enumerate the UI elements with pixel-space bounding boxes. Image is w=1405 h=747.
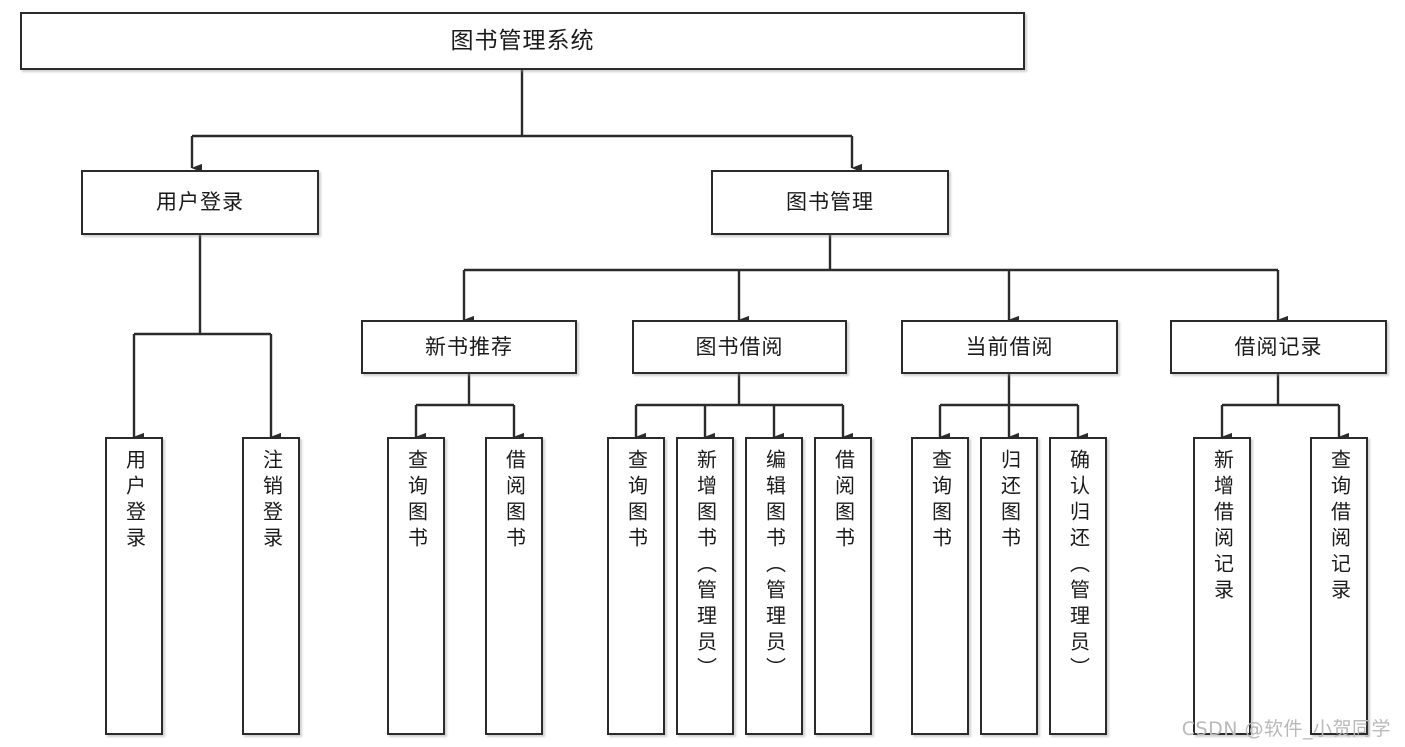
node-current-borrow[interactable]: 当前借阅 — [901, 320, 1118, 374]
node-label-leaf-query-book-1: 查询图书 — [404, 449, 429, 553]
node-leaf-add-record[interactable]: 新增借阅记录 — [1193, 437, 1251, 735]
node-leaf-edit-book[interactable]: 编辑图书（管理员） — [745, 437, 803, 735]
node-label-leaf-confirm-return: 确认归还（管理员） — [1066, 449, 1091, 683]
node-label-new-book-recommend: 新书推荐 — [425, 334, 513, 359]
node-borrow-record[interactable]: 借阅记录 — [1170, 320, 1387, 374]
node-label-borrow-record: 借阅记录 — [1234, 334, 1323, 359]
node-label-leaf-logout-login: 注销登录 — [259, 449, 284, 553]
node-book-manage[interactable]: 图书管理 — [711, 170, 949, 235]
node-leaf-query-book-2[interactable]: 查询图书 — [607, 437, 665, 735]
node-book-management-system[interactable]: 图书管理系统 — [20, 12, 1025, 70]
node-label-user-login: 用户登录 — [156, 190, 244, 215]
node-label-leaf-query-book-2: 查询图书 — [624, 449, 649, 553]
node-label-leaf-return-book: 归还图书 — [997, 449, 1022, 553]
csdn-watermark: CSDN @软件_小贺同学 — [1181, 718, 1391, 740]
node-leaf-query-record[interactable]: 查询借阅记录 — [1310, 437, 1368, 735]
node-leaf-borrow-book-2[interactable]: 借阅图书 — [814, 437, 872, 735]
node-new-book-recommend[interactable]: 新书推荐 — [361, 320, 577, 374]
node-leaf-user-login[interactable]: 用户登录 — [105, 437, 163, 735]
node-label-current-borrow: 当前借阅 — [965, 334, 1054, 359]
node-user-login[interactable]: 用户登录 — [81, 170, 319, 235]
node-label-leaf-query-book-3: 查询图书 — [928, 449, 953, 553]
node-label-leaf-add-record: 新增借阅记录 — [1210, 449, 1235, 605]
node-label-leaf-add-book: 新增图书（管理员） — [693, 449, 718, 683]
node-leaf-add-book[interactable]: 新增图书（管理员） — [676, 437, 734, 735]
node-leaf-borrow-book-1[interactable]: 借阅图书 — [485, 437, 543, 735]
node-leaf-query-book-1[interactable]: 查询图书 — [387, 437, 445, 735]
node-leaf-return-book[interactable]: 归还图书 — [980, 437, 1038, 735]
node-label-leaf-borrow-book-1: 借阅图书 — [502, 449, 527, 553]
node-leaf-confirm-return[interactable]: 确认归还（管理员） — [1049, 437, 1107, 735]
node-label-leaf-user-login: 用户登录 — [122, 449, 147, 553]
node-book-borrow[interactable]: 图书借阅 — [632, 320, 847, 374]
node-label-book-borrow: 图书借阅 — [695, 334, 784, 359]
node-label-root: 图书管理系统 — [450, 27, 595, 54]
node-label-leaf-borrow-book-2: 借阅图书 — [831, 449, 856, 553]
node-label-leaf-query-record: 查询借阅记录 — [1327, 449, 1352, 605]
node-leaf-logout-login[interactable]: 注销登录 — [242, 437, 300, 735]
node-leaf-query-book-3[interactable]: 查询图书 — [911, 437, 969, 735]
node-label-book-manage: 图书管理 — [786, 190, 874, 215]
node-label-leaf-edit-book: 编辑图书（管理员） — [762, 449, 787, 683]
